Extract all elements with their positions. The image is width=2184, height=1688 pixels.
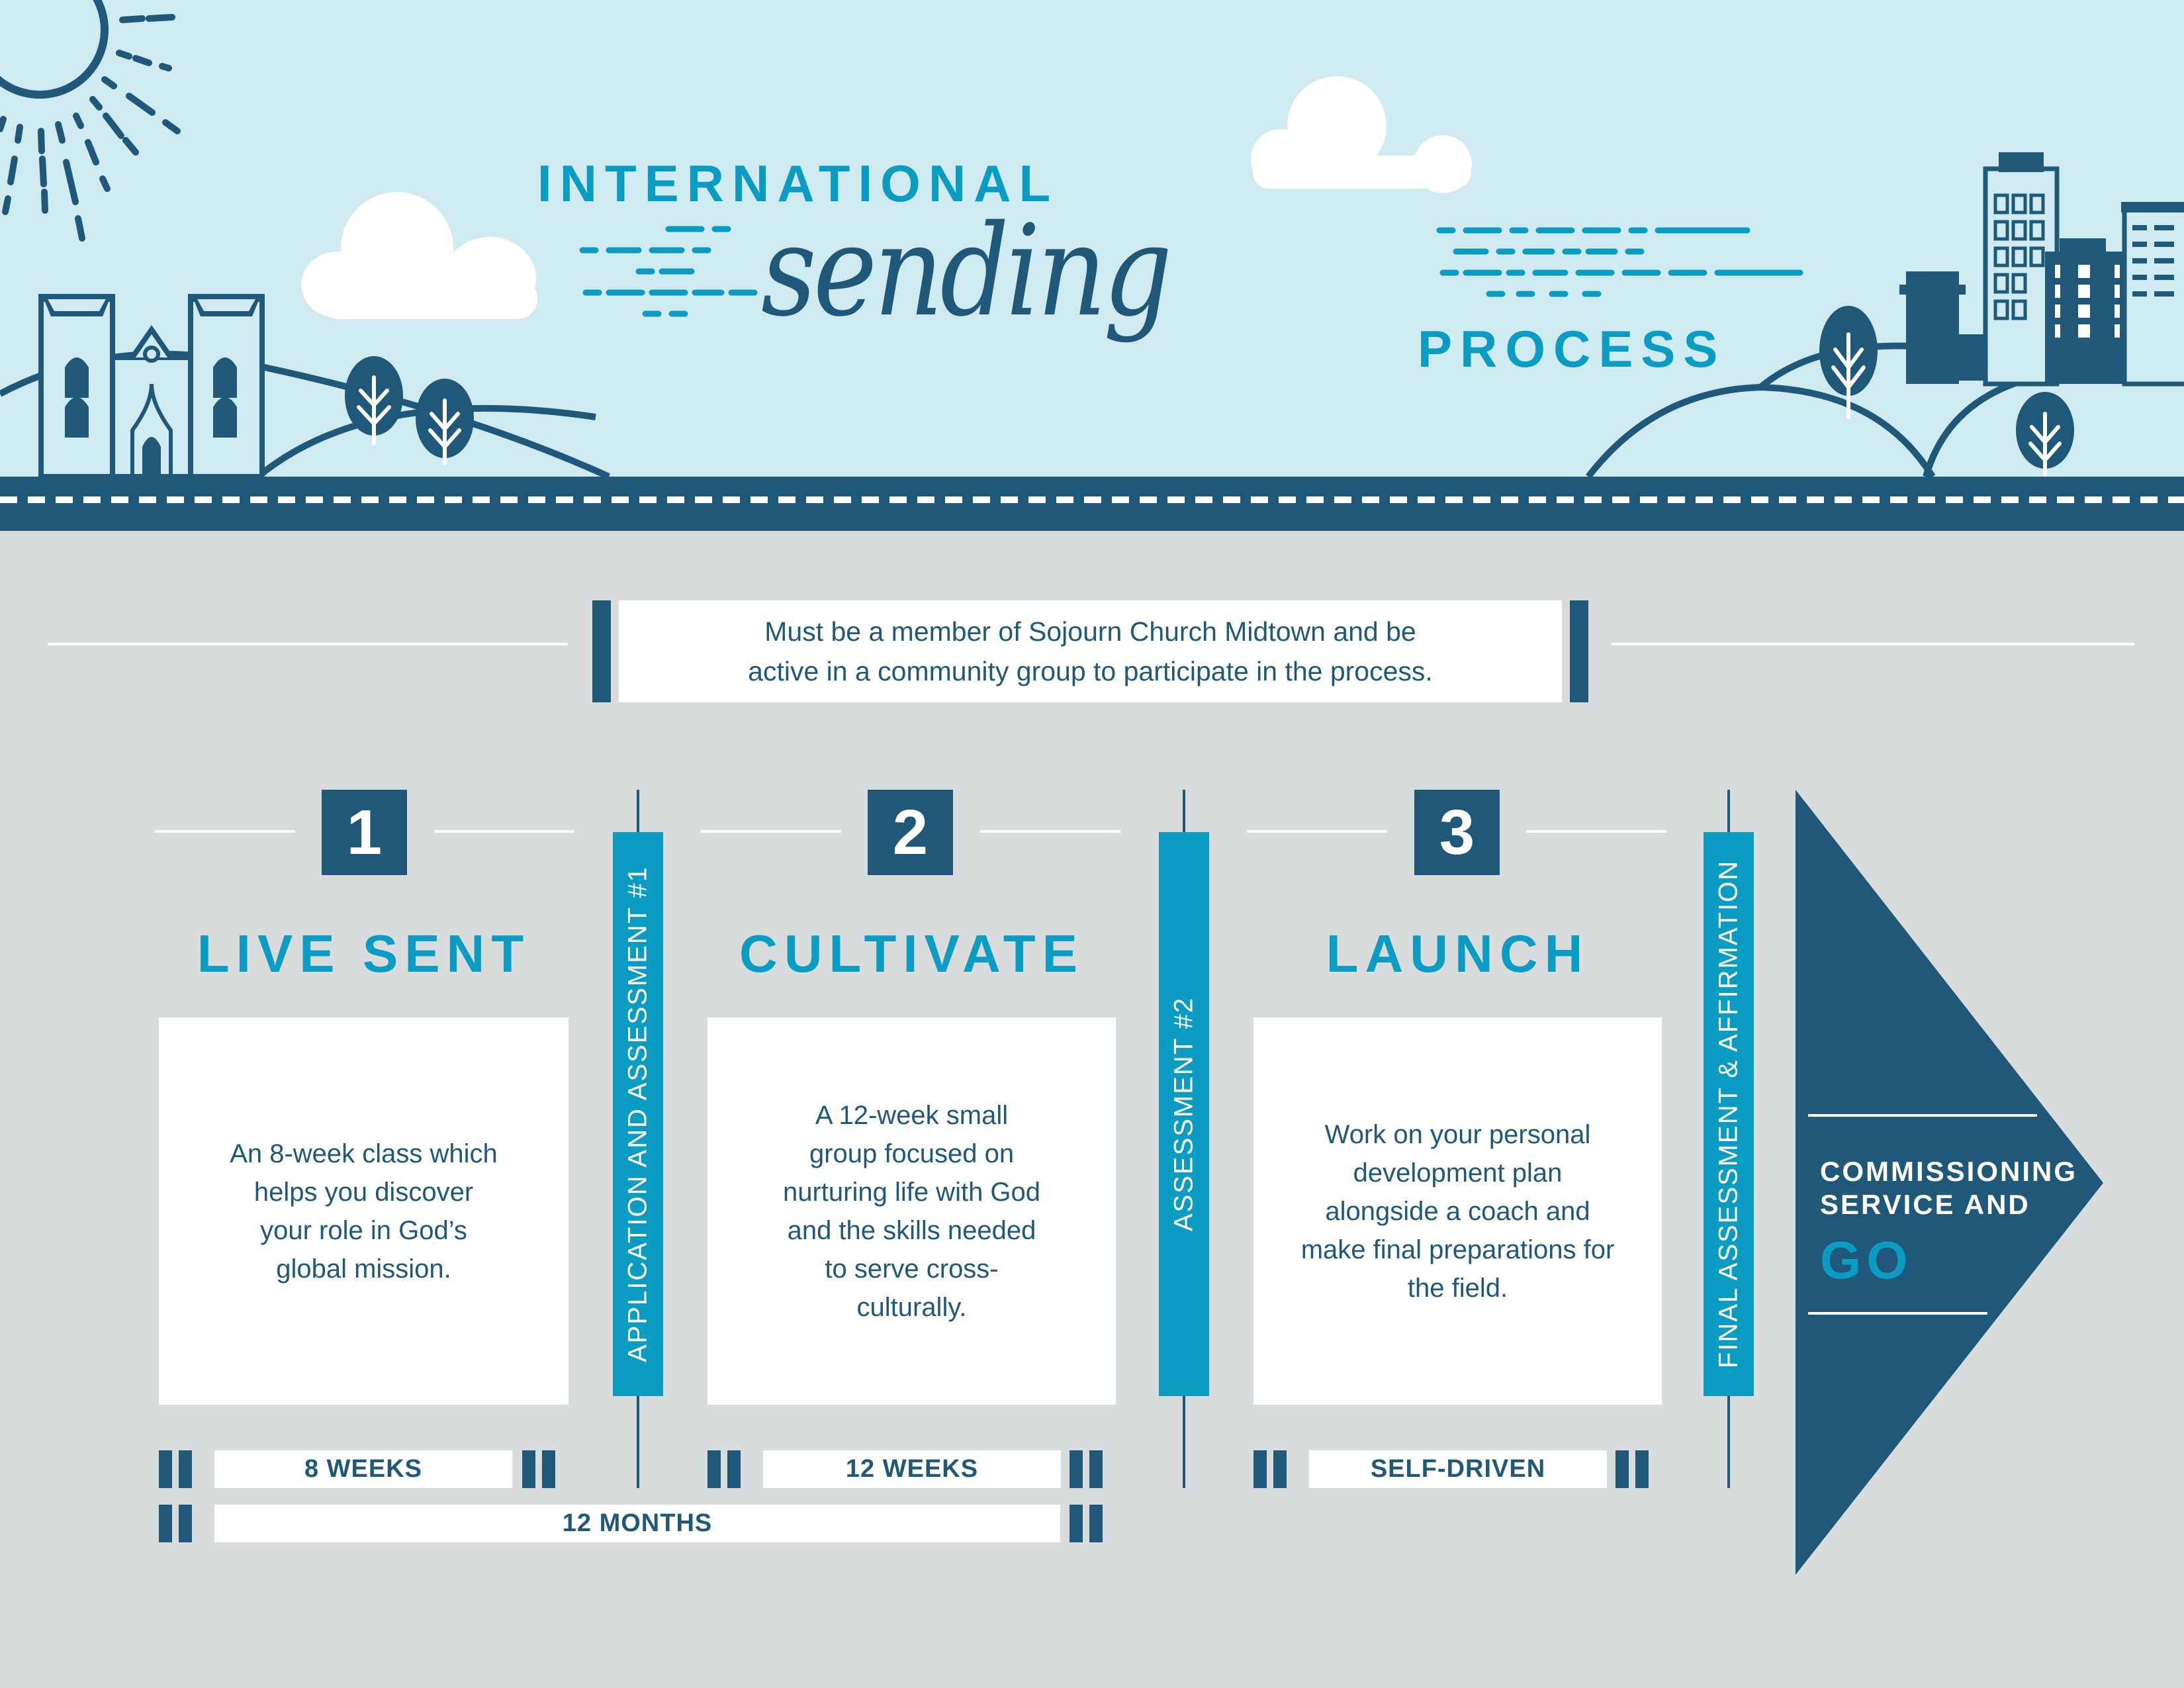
duration-total-label: 12 MONTHS [214,1505,1060,1542]
assessment-3-bar: FINAL ASSESSMENT & AFFIRMATION [1704,832,1754,1396]
step-1-description: An 8-week class which helps you discover… [230,1139,498,1284]
assessment-1-bar: APPLICATION AND ASSESSMENT #1 [613,832,663,1396]
duration-step-1-label: 8 WEEKS [214,1450,512,1488]
city-skyline-icon [1899,152,2184,387]
tree-icon [345,356,403,445]
title-process: PROCESS [1418,320,1726,378]
step-3-number: 3 [1414,790,1500,875]
speed-lines-right [1436,227,1803,297]
commissioning-label: COMMISSIONING SERVICE AND [1820,1155,2077,1221]
step-3-title: LAUNCH [1326,924,1590,983]
note-cap-right [1570,600,1588,702]
go-label: GO [1820,1231,1913,1289]
duration-step-3: SELF-DRIVEN [1253,1450,1662,1488]
go-arrow [1796,790,2103,1575]
step-2-description: A 12-week small group focused on nurturi… [782,1100,1041,1322]
requirement-line-1: Must be a member of Sojourn Church Midto… [764,616,1416,647]
tree-icon [2016,392,2074,477]
header-illustration [0,0,2184,477]
assessment-3-label: FINAL ASSESSMENT & AFFIRMATION [1713,859,1743,1369]
tree-icon [416,379,474,465]
road [0,477,2184,531]
road-center-dashes [0,496,2184,503]
duration-step-3-label: SELF-DRIVEN [1309,1450,1607,1488]
title-sending: sending [761,198,1173,344]
step-3-card: Work on your personal development plan a… [1253,1017,1662,1405]
duration-step-2: 12 WEEKS [707,1450,1116,1488]
church-details [41,297,262,477]
step-1-title: LIVE SENT [197,924,531,983]
duration-step-1: 8 WEEKS [159,1450,569,1488]
commissioning-line-2: SERVICE AND [1820,1189,2030,1220]
assessment-2-label: ASSESSMENT #2 [1169,996,1199,1232]
speed-lines-left [579,226,758,317]
go-arrow-triangle [1796,790,2103,1575]
cloud-icon [1251,76,1472,193]
step-2-line-left [701,830,841,833]
step-2-title: CULTIVATE [739,924,1085,983]
step-1-line-right [434,830,574,833]
step-3-line-left [1247,830,1387,833]
step-2-number: 2 [868,790,953,875]
requirement-line-2: active in a community group to participa… [748,656,1433,686]
duration-total: 12 MONTHS [159,1505,1116,1542]
step-3-line-right [1526,830,1666,833]
step-1-card: An 8-week class which helps you discover… [159,1017,569,1405]
assessment-1-label: APPLICATION AND ASSESSMENT #1 [623,865,653,1363]
commissioning-line-1: COMMISSIONING [1820,1156,2078,1187]
step-3-description: Work on your personal development plan a… [1300,1119,1615,1303]
step-1-number: 1 [322,790,407,875]
step-2-card: A 12-week small group focused on nurturi… [707,1017,1116,1405]
divider-line [1612,643,2134,645]
duration-step-2-label: 12 WEEKS [763,1450,1061,1488]
note-cap-left [592,600,611,702]
title-sending-wrap: sending [761,198,1410,344]
cloud-icon [301,192,537,319]
step-1-line-left [155,830,295,833]
requirement-note: Must be a member of Sojourn Church Midto… [592,600,1588,702]
title-international: INTERNATIONAL [537,154,1059,212]
tree-icon [1819,306,1878,419]
assessment-2-bar: ASSESSMENT #2 [1159,832,1209,1396]
divider-line [48,643,568,645]
step-2-line-right [980,830,1120,833]
church-door-arch [130,383,173,477]
requirement-note-text: Must be a member of Sojourn Church Midto… [619,600,1562,702]
sun-icon [0,0,181,242]
